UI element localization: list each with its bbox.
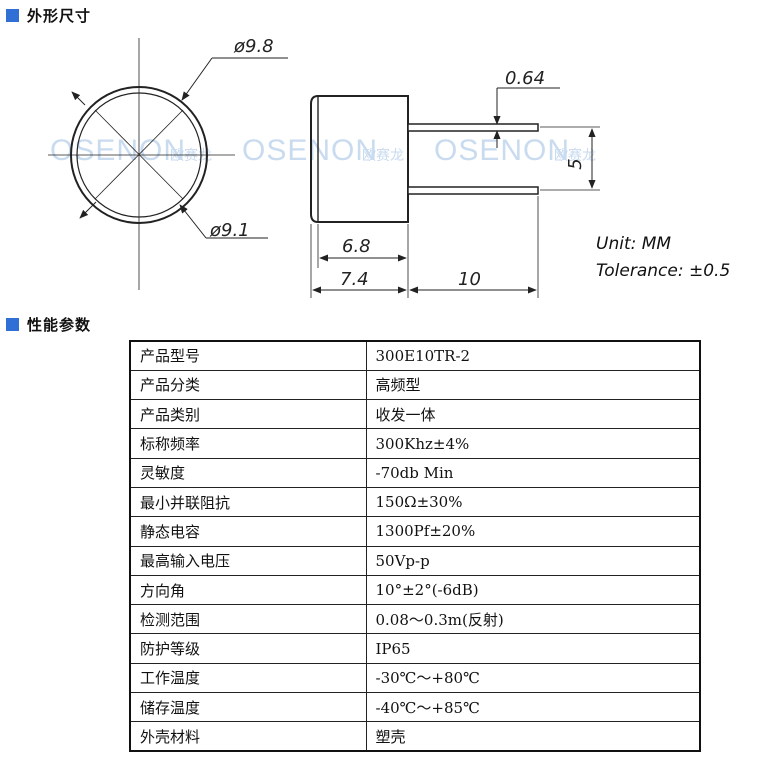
table-row: 最高输入电压 50Vp-p xyxy=(129,545,701,576)
spec-value: 150Ω±30% xyxy=(365,486,701,518)
table-row: 静态电容 1300Pf±20% xyxy=(129,516,701,547)
spec-label: 产品分类 xyxy=(129,369,367,401)
table-row: 防护等级 IP65 xyxy=(129,633,701,664)
spec-label: 外壳材料 xyxy=(129,721,367,752)
table-row: 方向角 10°±2°(-6dB) xyxy=(129,574,701,606)
inner-circle xyxy=(76,92,202,218)
dim-body-inner-length: 6.8 xyxy=(342,236,371,257)
spec-label: 防护等级 xyxy=(129,633,367,664)
table-row: 储存温度 -40℃～+85℃ xyxy=(129,692,701,723)
spec-value: -40℃～+85℃ xyxy=(365,692,701,723)
table-row: 产品类别 收发一体 xyxy=(129,399,701,430)
spec-value: 50Vp-p xyxy=(365,545,701,576)
spec-label: 最小并联阻抗 xyxy=(129,486,367,518)
section-header-outline: 外形尺寸 xyxy=(6,6,92,25)
dim-body-outer-length: 7.4 xyxy=(340,269,369,290)
spec-value: IP65 xyxy=(365,633,701,664)
watermark: OSENON 欧赛龙 OSENON 欧赛龙 OSENON 欧赛龙 xyxy=(50,134,596,167)
table-row: 检测范围 0.08～0.3m(反射) xyxy=(129,604,701,635)
spec-value: 0.08～0.3m(反射) xyxy=(365,604,701,635)
spec-value: 300Khz±4% xyxy=(365,428,701,459)
spec-label: 检测范围 xyxy=(129,604,367,635)
spec-label: 静态电容 xyxy=(129,516,367,547)
watermark-brand-2: OSENON xyxy=(242,134,378,167)
dim-pin-length: 10 xyxy=(458,269,481,290)
outer-circle xyxy=(70,86,208,224)
spec-value: 10°±2°(-6dB) xyxy=(365,574,701,606)
side-view xyxy=(310,87,600,298)
table-row: 最小并联阻抗 150Ω±30% xyxy=(129,486,701,518)
tolerance-note: Tolerance: ±0.5 xyxy=(596,261,730,281)
spec-label: 标称频率 xyxy=(129,428,367,459)
watermark-cn-2: 欧赛龙 xyxy=(362,148,404,164)
spec-label: 产品类别 xyxy=(129,399,367,430)
section-header-specs: 性能参数 xyxy=(6,315,92,334)
section-marker xyxy=(6,8,19,22)
table-row: 工作温度 -30℃～+80℃ xyxy=(129,662,701,694)
dim-pin-spacing: 5 xyxy=(565,158,586,169)
spec-value: 高频型 xyxy=(365,369,701,401)
spec-label: 产品型号 xyxy=(129,340,367,371)
section-marker xyxy=(6,317,19,331)
spec-label: 储存温度 xyxy=(129,692,367,723)
leader-outer-diameter xyxy=(181,57,213,101)
watermark-cn-3: 欧赛龙 xyxy=(554,148,596,164)
spec-label: 方向角 xyxy=(129,574,367,606)
table-row: 产品型号 300E10TR-2 xyxy=(129,340,701,371)
pin-bottom xyxy=(407,186,539,195)
spec-value: -30℃～+80℃ xyxy=(365,662,701,694)
diagonal-line-2 xyxy=(94,109,184,200)
unit-note: Unit: MM xyxy=(596,234,671,254)
table-row: 灵敏度 -70db Min xyxy=(129,457,701,488)
spec-value: 塑壳 xyxy=(365,721,701,752)
dim-inner-diameter: ø9.1 xyxy=(209,220,250,241)
section-title-specs: 性能参数 xyxy=(27,315,92,334)
spec-value: 300E10TR-2 xyxy=(365,340,701,371)
table-row: 外壳材料 塑壳 xyxy=(129,721,701,752)
watermark-brand-3: OSENON xyxy=(434,134,570,167)
spec-value: 收发一体 xyxy=(365,399,701,430)
section-title-outline: 外形尺寸 xyxy=(27,6,92,25)
spec-table: 产品型号 300E10TR-2 产品分类 高频型 产品类别 收发一体 标称频率 … xyxy=(129,340,701,753)
dimension-drawing: OSENON 欧赛龙 OSENON 欧赛龙 OSENON 欧赛龙 ø9.8 ø9… xyxy=(48,36,730,298)
spec-value: -70db Min xyxy=(365,457,701,488)
leader-inner-arrow-left xyxy=(79,201,97,219)
table-row: 标称频率 300Khz±4% xyxy=(129,428,701,459)
spec-label: 工作温度 xyxy=(129,662,367,694)
dim-outer-diameter: ø9.8 xyxy=(233,36,274,57)
table-row: 产品分类 高频型 xyxy=(129,369,701,401)
spec-label: 最高输入电压 xyxy=(129,545,367,576)
spec-value: 1300Pf±20% xyxy=(365,516,701,547)
dim-pin-diameter: 0.64 xyxy=(505,68,545,89)
spec-label: 灵敏度 xyxy=(129,457,367,488)
pin-top xyxy=(407,123,539,132)
front-view xyxy=(48,38,288,290)
leader-outer-arrow-left xyxy=(71,91,86,106)
leader-inner-diameter xyxy=(179,204,207,239)
